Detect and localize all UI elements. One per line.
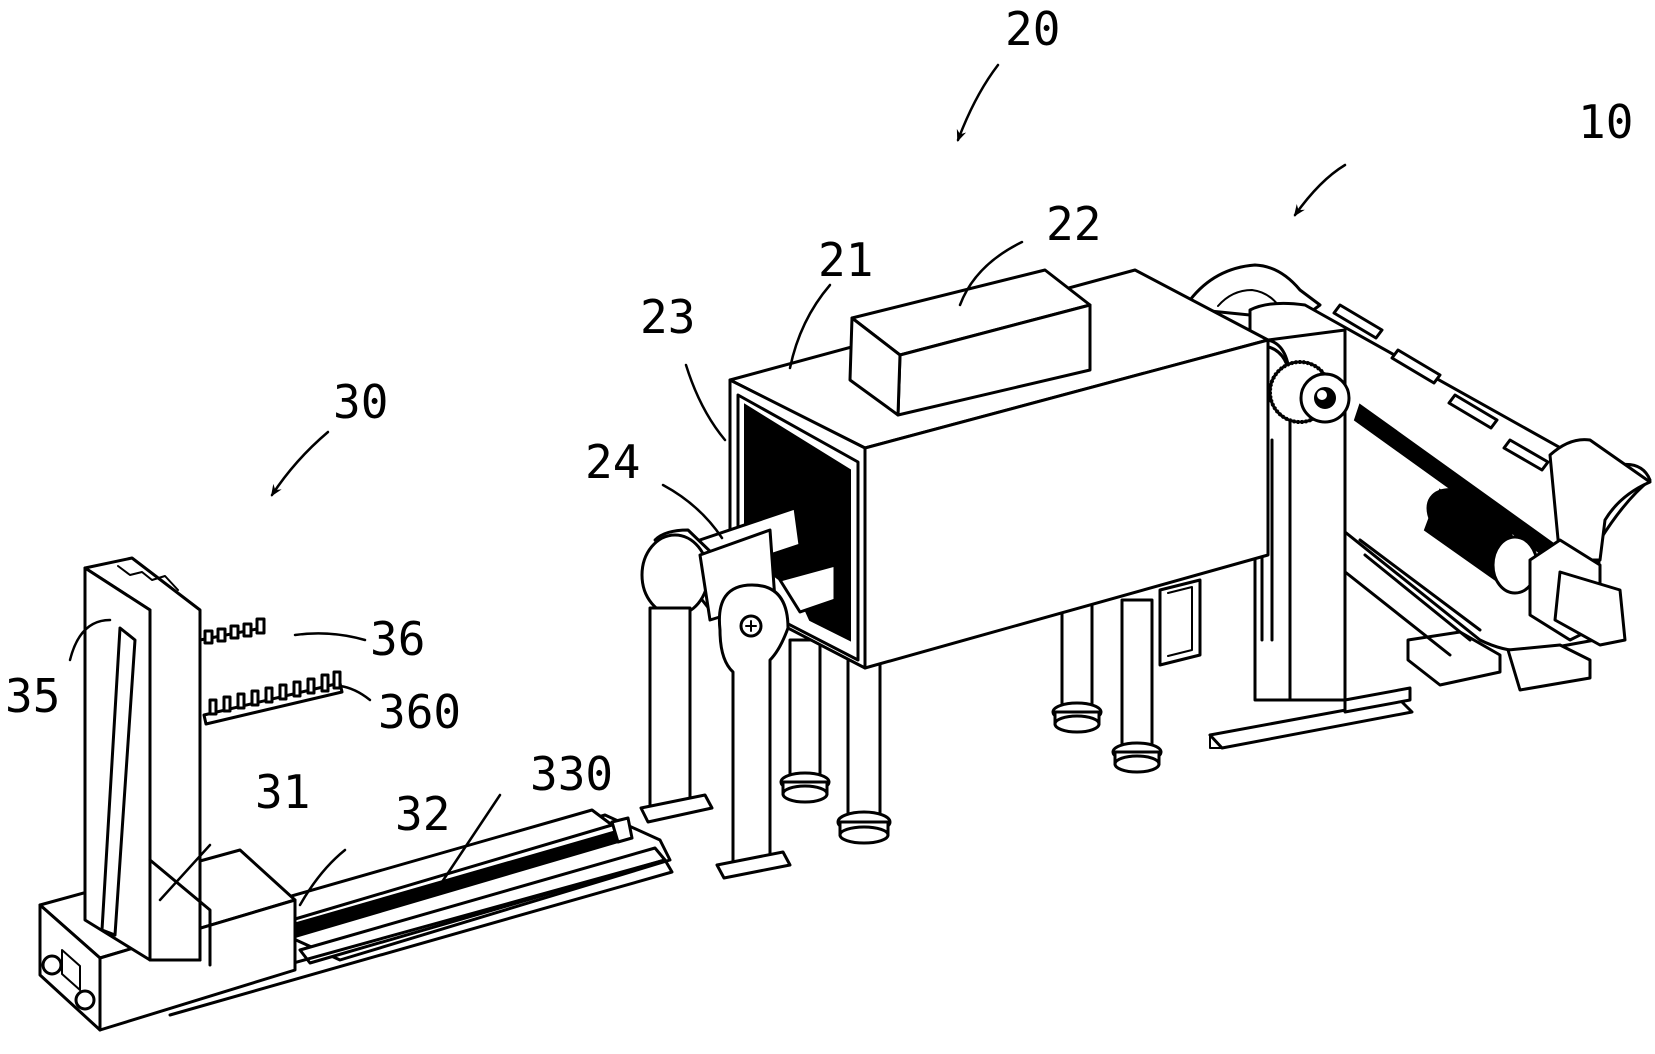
arrow-10 xyxy=(1293,163,1347,217)
conveyor-24-foot-right xyxy=(715,850,792,880)
conveyor-24-foot-left xyxy=(639,793,714,824)
upright-top-notches xyxy=(117,565,179,591)
under-rail-3 xyxy=(1328,558,1452,657)
label-24: 24 xyxy=(585,435,640,489)
label-30: 30 xyxy=(333,375,388,429)
leader-32 xyxy=(298,848,347,907)
label-330: 330 xyxy=(530,747,613,801)
conveyor-24-side-arm xyxy=(717,583,790,867)
leader-330 xyxy=(438,793,502,887)
cabinet-front-legs xyxy=(779,638,892,845)
assembly-20-cabinet xyxy=(639,268,1270,880)
base-wheel-1 xyxy=(41,954,63,976)
label-10: 10 xyxy=(1578,95,1633,149)
conveyor-24-leg-left xyxy=(648,606,692,810)
stand-foot-front xyxy=(1208,698,1414,750)
label-35: 35 xyxy=(5,669,60,723)
belt-cleats xyxy=(1332,303,1550,472)
conveyor-rear-hood-inner xyxy=(1217,289,1279,307)
leader-22 xyxy=(958,240,1024,307)
stand-foot-rear xyxy=(1343,686,1412,714)
label-36: 36 xyxy=(370,612,425,666)
screw-cross xyxy=(745,620,757,632)
label-22: 22 xyxy=(1046,197,1101,251)
comb-36-upper xyxy=(198,617,266,645)
assembly-10-inclined-conveyor xyxy=(1188,263,1652,750)
upright-brace xyxy=(148,858,212,967)
leader-31 xyxy=(158,843,212,902)
cabinet-rear-legs xyxy=(1051,578,1202,774)
leader-360 xyxy=(338,684,372,702)
reference-numerals: 10 20 30 21 22 23 24 31 32 330 35 36 360 xyxy=(5,2,1633,841)
upright-35-slot xyxy=(100,626,137,937)
base-plate-edge xyxy=(158,858,674,1017)
motor-shaft-box xyxy=(1553,570,1627,647)
arrow-30 xyxy=(270,430,330,497)
bracket-plate-right xyxy=(1506,643,1592,692)
leader-21 xyxy=(788,283,832,370)
label-23: 23 xyxy=(640,290,695,344)
conveyor-end-wing xyxy=(1548,438,1652,562)
axle-bolt-highlight xyxy=(1317,390,1327,400)
under-rail-2 xyxy=(1363,553,1472,642)
conveyor-24-belt-under xyxy=(778,563,837,614)
label-32: 32 xyxy=(395,787,450,841)
label-31: 31 xyxy=(255,765,310,819)
label-21: 21 xyxy=(818,233,873,287)
stand-foot-edge xyxy=(1209,734,1223,749)
rail-end-bearing xyxy=(610,816,634,844)
top-box-22-end xyxy=(848,316,902,417)
label-20: 20 xyxy=(1005,2,1060,56)
leader-35 xyxy=(68,618,112,662)
conveyor-24-roller-end xyxy=(640,533,710,617)
leader-23 xyxy=(684,363,727,442)
under-rail-1 xyxy=(1358,538,1482,632)
base-slot xyxy=(61,949,81,991)
leader-lines xyxy=(68,63,1347,907)
leader-24 xyxy=(661,483,724,540)
comb-360-teeth xyxy=(202,670,344,726)
label-360: 360 xyxy=(378,685,461,739)
arrow-20 xyxy=(956,63,1000,142)
leader-36 xyxy=(293,632,367,642)
base-wheel-2 xyxy=(74,989,96,1011)
assembly-30-stacker xyxy=(38,556,674,1032)
